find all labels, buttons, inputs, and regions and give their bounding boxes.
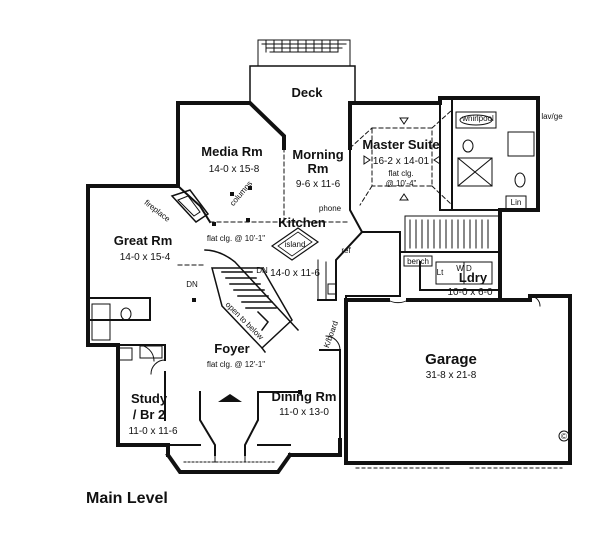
deck-label: Deck	[291, 85, 323, 100]
dn-label-1: DN	[186, 280, 198, 289]
kitchen-ceiling: flat clg. @ 10'-1"	[206, 234, 266, 243]
entry-marker	[218, 394, 242, 402]
copyright-circle	[558, 430, 570, 442]
whirlpool-label: whirlpool	[462, 114, 494, 123]
plan-title: Main Level	[86, 490, 168, 507]
washer-dryer-label: W D	[456, 264, 472, 273]
deck-outline	[249, 65, 356, 104]
morning-room-dims: 9-6 x 11-6	[295, 179, 341, 190]
kitchen-island	[270, 227, 320, 261]
laundry-name: Ldry	[458, 270, 488, 285]
bench-label: bench	[407, 257, 429, 266]
foyer-name: Foyer	[214, 341, 250, 356]
study-name-2: / Br 2	[132, 407, 166, 422]
bath-fixtures	[91, 111, 535, 361]
master-suite-ceiling-1: flat clg.	[388, 169, 414, 178]
lt-label: Lt	[436, 268, 444, 277]
garage-name: Garage	[425, 351, 477, 368]
interior-walls	[87, 99, 501, 456]
ref-label: ref	[341, 246, 351, 255]
laundry-dims: 10-0 x 6-0	[447, 287, 493, 298]
exterior-walls	[86, 96, 572, 474]
lavatory-label: lav/ge	[541, 112, 563, 121]
phone-label: phone	[318, 204, 342, 213]
kitchen-counters	[317, 231, 363, 301]
garage-dims: 31-8 x 21-8	[425, 370, 477, 381]
foyer-ceiling: flat clg. @ 12'-1"	[206, 360, 266, 369]
study-dims: 11-0 x 11-6	[128, 426, 178, 437]
ceiling-tray	[349, 109, 453, 206]
morning-room-name: Morning	[292, 147, 344, 162]
dining-room-name: Dining Rm	[271, 389, 337, 404]
deck-stairs	[257, 39, 351, 67]
arrows	[363, 117, 441, 201]
great-room-dims: 14-0 x 15-4	[119, 252, 171, 263]
dining-room-dims: 11-0 x 13-0	[279, 407, 329, 418]
master-suite-name: Master Suite	[362, 137, 440, 152]
stairs	[204, 249, 300, 354]
columns	[192, 186, 302, 394]
media-room-name: Media Rm	[201, 144, 263, 159]
study-name: Study	[130, 391, 168, 406]
media-room-dims: 14-0 x 15-8	[208, 164, 260, 175]
morning-room-name-2: Rm	[307, 161, 329, 176]
dn-label-2: DN	[256, 266, 268, 275]
linen-label: Lin	[510, 198, 522, 207]
fireplace-shape	[170, 189, 210, 223]
kitchen-dims: 14-0 x 11-6	[270, 268, 320, 279]
copyright-label: ©	[561, 432, 567, 441]
master-suite-ceiling-2: @ 10'-4"	[385, 179, 417, 188]
master-suite-dims: 16-2 x 14-01	[372, 156, 430, 167]
island-label: island	[284, 240, 306, 249]
laundry-fixtures	[403, 215, 501, 285]
doors	[137, 295, 541, 375]
kitchen-name: Kitchen	[278, 215, 326, 230]
great-room-name: Great Rm	[113, 233, 173, 248]
